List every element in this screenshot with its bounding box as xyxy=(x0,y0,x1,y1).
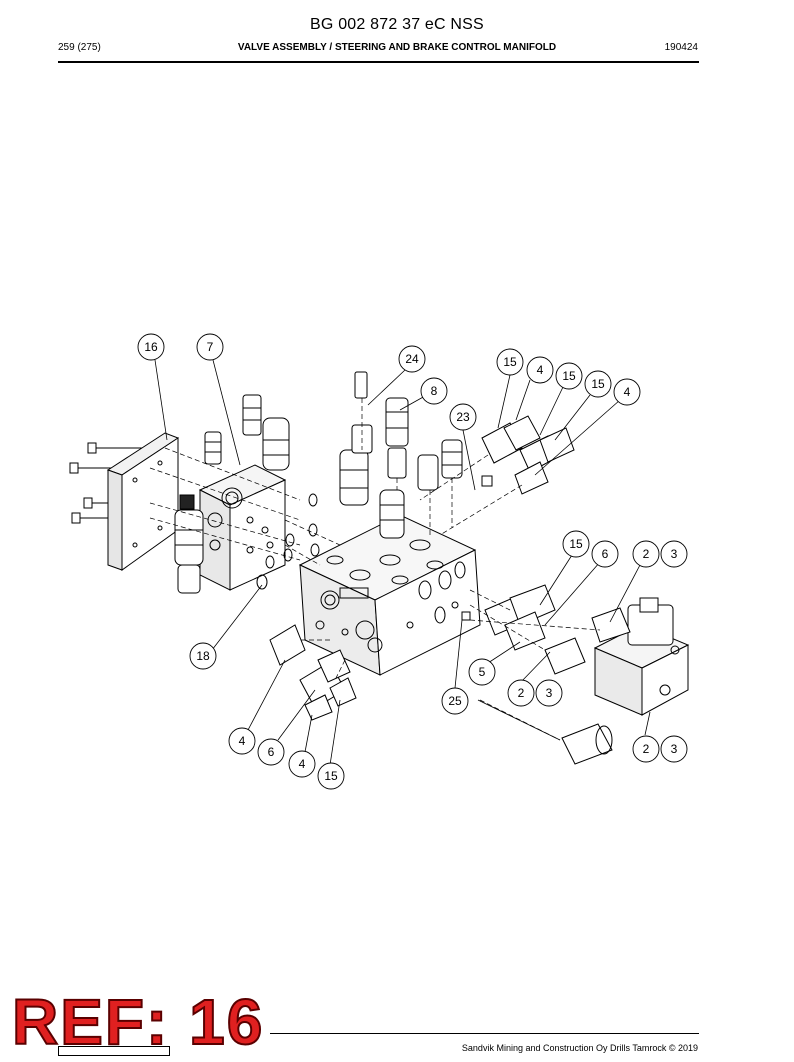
left-cartridges xyxy=(204,394,290,471)
top-cartridges xyxy=(339,371,493,539)
footer-rule xyxy=(270,1033,699,1034)
svg-text:4: 4 xyxy=(239,734,246,748)
callout-15: 15 xyxy=(317,762,345,790)
svg-text:2: 2 xyxy=(643,742,650,756)
left-solenoid xyxy=(174,494,204,594)
callout-15: 15 xyxy=(555,362,583,390)
callout-3: 3 xyxy=(535,679,563,707)
callout-2: 2 xyxy=(632,735,660,763)
callout-15: 15 xyxy=(562,530,590,558)
svg-text:3: 3 xyxy=(546,686,553,700)
right-solenoid-assembly xyxy=(544,597,690,716)
svg-text:16: 16 xyxy=(144,340,158,354)
callout-4: 4 xyxy=(613,378,641,406)
svg-text:15: 15 xyxy=(562,369,576,383)
bottom-cartridges xyxy=(269,624,357,721)
callout-4: 4 xyxy=(526,356,554,384)
svg-text:2: 2 xyxy=(518,686,525,700)
svg-text:8: 8 xyxy=(431,384,438,398)
callout-3: 3 xyxy=(660,735,688,763)
main-manifold-block xyxy=(298,514,481,676)
svg-text:15: 15 xyxy=(324,769,338,783)
right-side-cartridges xyxy=(461,584,556,651)
header-rule xyxy=(58,61,699,63)
cover-plate xyxy=(106,432,180,571)
assembly-lines xyxy=(149,398,601,741)
document-title: BG 002 872 37 eC NSS xyxy=(310,16,484,33)
svg-text:6: 6 xyxy=(602,547,609,561)
callout-3: 3 xyxy=(660,540,688,568)
left-manifold-block xyxy=(198,464,287,591)
callout-5: 5 xyxy=(468,658,496,686)
callout-6: 6 xyxy=(591,540,619,568)
callout-18: 18 xyxy=(189,642,217,670)
svg-text:23: 23 xyxy=(456,410,470,424)
footer-copyright: Sandvik Mining and Construction Oy Drill… xyxy=(461,1043,698,1053)
callout-2: 2 xyxy=(632,540,660,568)
svg-text:4: 4 xyxy=(537,363,544,377)
callout-16: 16 xyxy=(137,333,165,361)
leader-lines xyxy=(154,359,651,766)
svg-text:7: 7 xyxy=(207,340,214,354)
callout-25: 25 xyxy=(441,687,469,715)
svg-text:4: 4 xyxy=(299,757,306,771)
svg-text:15: 15 xyxy=(569,537,583,551)
callout-15: 15 xyxy=(584,370,612,398)
svg-text:3: 3 xyxy=(671,742,678,756)
svg-text:18: 18 xyxy=(196,649,210,663)
lower-cartridge xyxy=(561,723,613,765)
date-code: 190424 xyxy=(664,42,698,53)
seal-rings xyxy=(256,493,320,590)
svg-text:3: 3 xyxy=(671,547,678,561)
svg-text:4: 4 xyxy=(624,385,631,399)
callout-7: 7 xyxy=(196,333,224,361)
page-number: 259 (275) xyxy=(58,42,101,53)
svg-text:6: 6 xyxy=(268,745,275,759)
callout-8: 8 xyxy=(420,377,448,405)
section-title: VALVE ASSEMBLY / STEERING AND BRAKE CONT… xyxy=(237,42,557,53)
callout-15: 15 xyxy=(496,348,524,376)
svg-text:15: 15 xyxy=(591,377,605,391)
callout-2: 2 xyxy=(507,679,535,707)
svg-text:25: 25 xyxy=(448,694,462,708)
company-logo xyxy=(58,1046,170,1056)
svg-text:15: 15 xyxy=(503,355,517,369)
callout-6: 6 xyxy=(257,738,285,766)
callout-24: 24 xyxy=(398,345,426,373)
callout-4: 4 xyxy=(288,750,316,778)
callout-23: 23 xyxy=(449,403,477,431)
svg-text:5: 5 xyxy=(479,665,486,679)
callout-4: 4 xyxy=(228,727,256,755)
upper-right-cartridges xyxy=(481,415,575,495)
svg-text:24: 24 xyxy=(405,352,419,366)
svg-text:2: 2 xyxy=(643,547,650,561)
